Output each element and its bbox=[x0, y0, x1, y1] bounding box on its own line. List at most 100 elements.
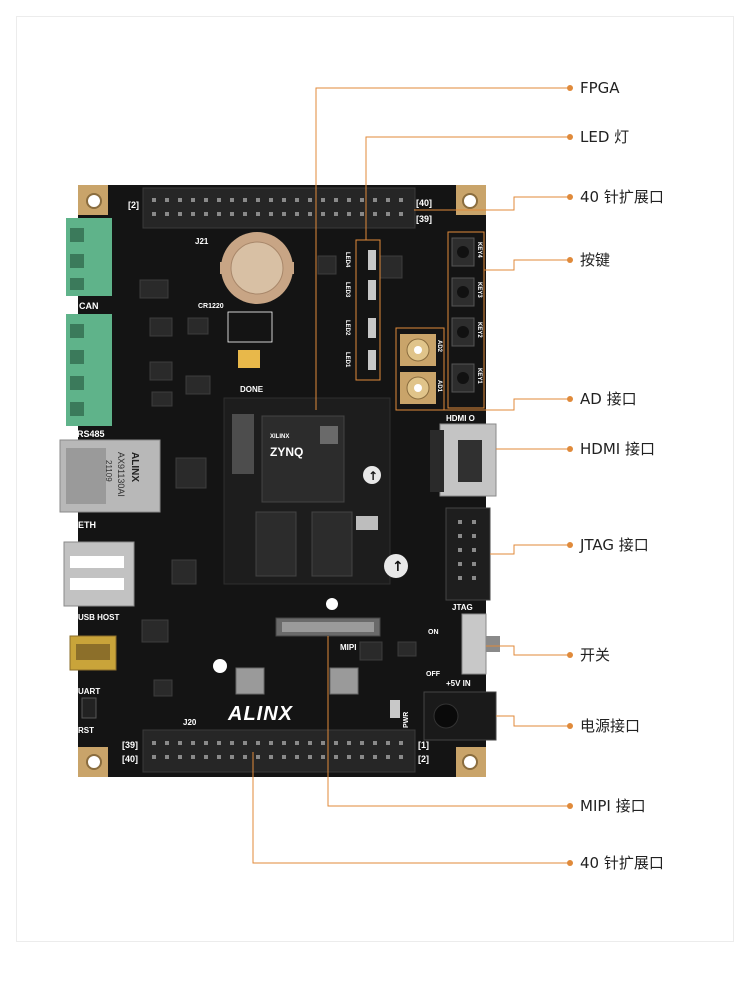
header-pin bbox=[295, 741, 299, 745]
callout-header-top: 40 针扩展口 bbox=[580, 188, 664, 206]
header-pin bbox=[256, 741, 260, 745]
ad2-label: AD2 bbox=[436, 340, 442, 353]
boot-mode-table bbox=[227, 311, 273, 343]
header-pin bbox=[152, 212, 156, 216]
header-pin bbox=[472, 562, 476, 566]
callout-jtag: JTAG 接口 bbox=[580, 536, 649, 554]
svg-text:↑: ↑ bbox=[392, 559, 404, 575]
led-group bbox=[355, 239, 381, 381]
header-pin bbox=[282, 198, 286, 202]
header-pin bbox=[230, 212, 234, 216]
ad-connector-group bbox=[395, 327, 445, 411]
mounting-hole bbox=[462, 193, 478, 209]
header-pin bbox=[334, 741, 338, 745]
header-pin bbox=[269, 198, 273, 202]
header-pin bbox=[399, 755, 403, 759]
header-pin bbox=[204, 755, 208, 759]
header-pin bbox=[256, 198, 260, 202]
switch-off-label: OFF bbox=[426, 671, 441, 678]
pin-label-2: [2] bbox=[418, 754, 429, 764]
leader-switch bbox=[486, 645, 570, 656]
header-pin bbox=[321, 741, 325, 745]
leader-ad bbox=[444, 398, 570, 411]
bottom-header bbox=[142, 729, 416, 773]
power-switch bbox=[461, 613, 487, 675]
header-pin bbox=[256, 755, 260, 759]
switch-on-label: ON bbox=[428, 629, 439, 636]
header-pin bbox=[373, 741, 377, 745]
header-pin bbox=[178, 198, 182, 202]
header-pin bbox=[269, 755, 273, 759]
callout-fpga: FPGA bbox=[580, 79, 620, 97]
pin-label-40: [40] bbox=[122, 754, 138, 764]
header-pin bbox=[178, 755, 182, 759]
header-pin bbox=[399, 212, 403, 216]
header-pin bbox=[295, 198, 299, 202]
boot-dip-switch bbox=[238, 350, 260, 368]
reset-button bbox=[81, 697, 97, 719]
brand-logo: ALINX bbox=[227, 703, 294, 725]
header-pin bbox=[230, 755, 234, 759]
j21-label: J21 bbox=[195, 237, 209, 246]
header-pin bbox=[347, 212, 351, 216]
mounting-hole bbox=[86, 193, 102, 209]
header-pin bbox=[243, 212, 247, 216]
header-pin bbox=[334, 755, 338, 759]
top-header bbox=[142, 187, 416, 229]
callout-led: LED 灯 bbox=[580, 128, 630, 146]
header-pin bbox=[347, 198, 351, 202]
leader-led bbox=[365, 136, 570, 240]
header-pin bbox=[308, 741, 312, 745]
led4-label: LED4 bbox=[344, 252, 350, 268]
header-pin bbox=[386, 741, 390, 745]
header-pin bbox=[217, 212, 221, 216]
header-pin bbox=[243, 741, 247, 745]
header-pin bbox=[321, 212, 325, 216]
key1-label: KEY1 bbox=[476, 368, 482, 384]
leader-mipi bbox=[327, 636, 570, 807]
header-pin bbox=[204, 198, 208, 202]
header-pin bbox=[295, 212, 299, 216]
header-pin bbox=[295, 755, 299, 759]
leader-header-top bbox=[414, 196, 570, 211]
header-pin bbox=[191, 755, 195, 759]
usb-host-label: USB HOST bbox=[78, 613, 119, 622]
chip-name: ZYNQ bbox=[270, 445, 303, 459]
header-pin bbox=[165, 212, 169, 216]
header-pin bbox=[256, 212, 260, 216]
svg-text:↑: ↑ bbox=[368, 469, 378, 483]
header-pin bbox=[191, 741, 195, 745]
leader-keys bbox=[484, 259, 570, 271]
mounting-hole bbox=[462, 754, 478, 770]
key3-label: KEY3 bbox=[476, 282, 482, 298]
led1-label: LED1 bbox=[344, 352, 350, 368]
header-pin bbox=[360, 212, 364, 216]
battery-label: CR1220 bbox=[198, 303, 224, 310]
jtag-label: JTAG bbox=[452, 603, 473, 612]
callout-hdmi: HDMI 接口 bbox=[580, 440, 655, 458]
header-pin bbox=[472, 576, 476, 580]
ddr-chip-2 bbox=[311, 511, 353, 577]
header-pin bbox=[373, 198, 377, 202]
header-pin bbox=[472, 548, 476, 552]
header-pin bbox=[308, 212, 312, 216]
header-pin bbox=[360, 741, 364, 745]
key-group bbox=[447, 231, 485, 409]
leader-header-bottom bbox=[252, 752, 570, 864]
pwr-label: PWR bbox=[403, 712, 410, 728]
header-pin bbox=[152, 198, 156, 202]
usb-host-port bbox=[63, 541, 135, 607]
led3-label: LED3 bbox=[344, 282, 350, 298]
pin-label-2: [2] bbox=[128, 200, 139, 210]
key4-label: KEY4 bbox=[476, 242, 482, 258]
jtag-connector bbox=[445, 507, 491, 601]
header-pin bbox=[458, 520, 462, 524]
header-pin bbox=[458, 562, 462, 566]
led2-label: LED2 bbox=[344, 320, 350, 336]
rst-label: RST bbox=[78, 726, 94, 735]
header-pin bbox=[347, 741, 351, 745]
header-pin bbox=[386, 212, 390, 216]
header-pin bbox=[243, 198, 247, 202]
power-in-label: +5V IN bbox=[446, 679, 471, 688]
header-pin bbox=[458, 534, 462, 538]
